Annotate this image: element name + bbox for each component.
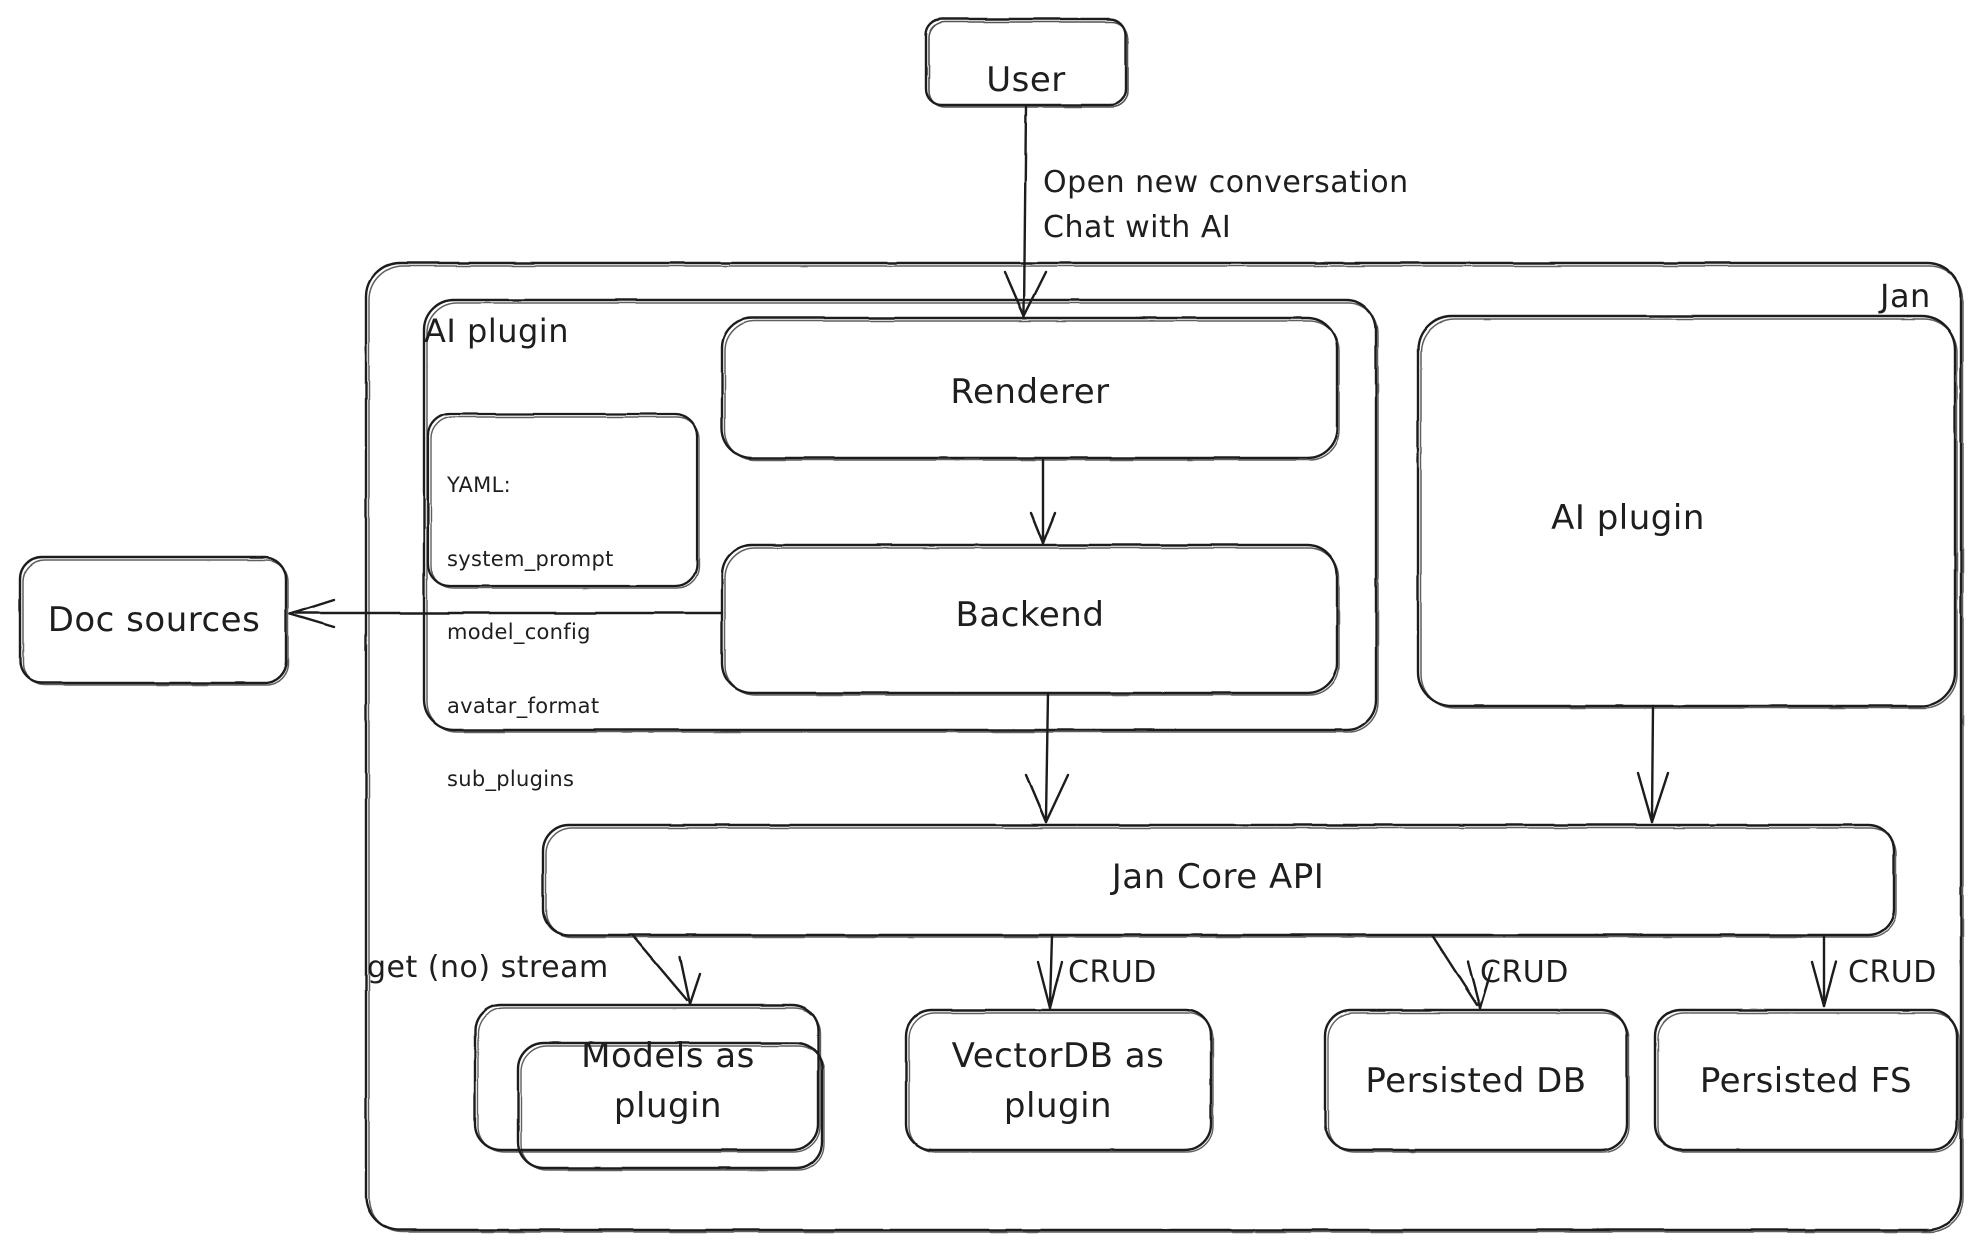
vectordb-plugin-box [904,1008,1214,1153]
doc-sources-box [18,555,289,686]
arrow-ai-plugin-to-core-api [1636,704,1670,824]
arrow-core-api-to-persisted-db [1430,933,1494,1010]
vectordb-plugin-label: VectorDB as plugin [952,1031,1165,1131]
ai-plugin-group-label: AI plugin [424,312,569,350]
models-plugin-label: Models as plugin [581,1031,755,1131]
jan-core-api-label: Jan Core API [1111,857,1325,897]
backend-box [720,543,1340,696]
arrow-core-api-to-persisted-fs [1810,933,1838,1008]
yaml-note-text: YAML: system_prompt model_config avatar_… [447,424,614,841]
yaml-line-2: model_config [447,620,591,644]
user-label: User [986,60,1066,100]
doc-sources-label: Doc sources [47,600,261,640]
vectordb-plugin-label-line2: plugin [1003,1086,1113,1126]
jan-core-api-box [541,823,1897,938]
persisted-fs-box [1653,1008,1960,1153]
persisted-fs-label: Persisted FS [1699,1061,1913,1101]
yaml-line-1: system_prompt [447,546,614,571]
edge-label-crud-vectordb: CRUD [1068,955,1157,990]
models-plugin-label-line1: Models as [581,1036,755,1076]
backend-label: Backend [955,595,1105,635]
arrow-backend-to-core-api [1024,691,1070,824]
arrow-core-api-to-models [630,933,702,1006]
models-plugin-box [473,1003,825,1171]
yaml-line-4: sub_plugins [447,767,575,791]
models-plugin-label-line2: plugin [613,1086,723,1126]
yaml-line-0: YAML: [447,473,511,497]
arrow-renderer-to-backend [1029,458,1057,545]
arrow-backend-to-doc-sources [288,598,724,629]
vectordb-plugin-label-line1: VectorDB as [951,1036,1165,1076]
renderer-label: Renderer [950,372,1110,412]
jan-container [364,261,1964,1233]
edge-label-crud-persisted-fs: CRUD [1848,955,1937,990]
edge-label-line1: Open new conversation [1043,165,1409,200]
arrow-user-to-renderer [1003,104,1048,318]
arrow-core-api-to-vectordb [1036,933,1064,1010]
renderer-box [720,316,1340,461]
yaml-line-3: avatar_format [447,693,600,718]
edge-label-get-no-stream: get (no) stream [367,950,609,985]
persisted-db-box [1323,1008,1630,1153]
edge-label-crud-persisted-db: CRUD [1480,955,1569,990]
persisted-db-label: Persisted DB [1365,1061,1587,1101]
ai-plugin-box-label: AI plugin [1551,498,1705,538]
jan-group-label: Jan [1880,277,1931,315]
yaml-note-box [426,412,700,589]
edge-label-line2: Chat with AI [1043,210,1232,245]
ai-plugin-box [1416,314,1958,709]
